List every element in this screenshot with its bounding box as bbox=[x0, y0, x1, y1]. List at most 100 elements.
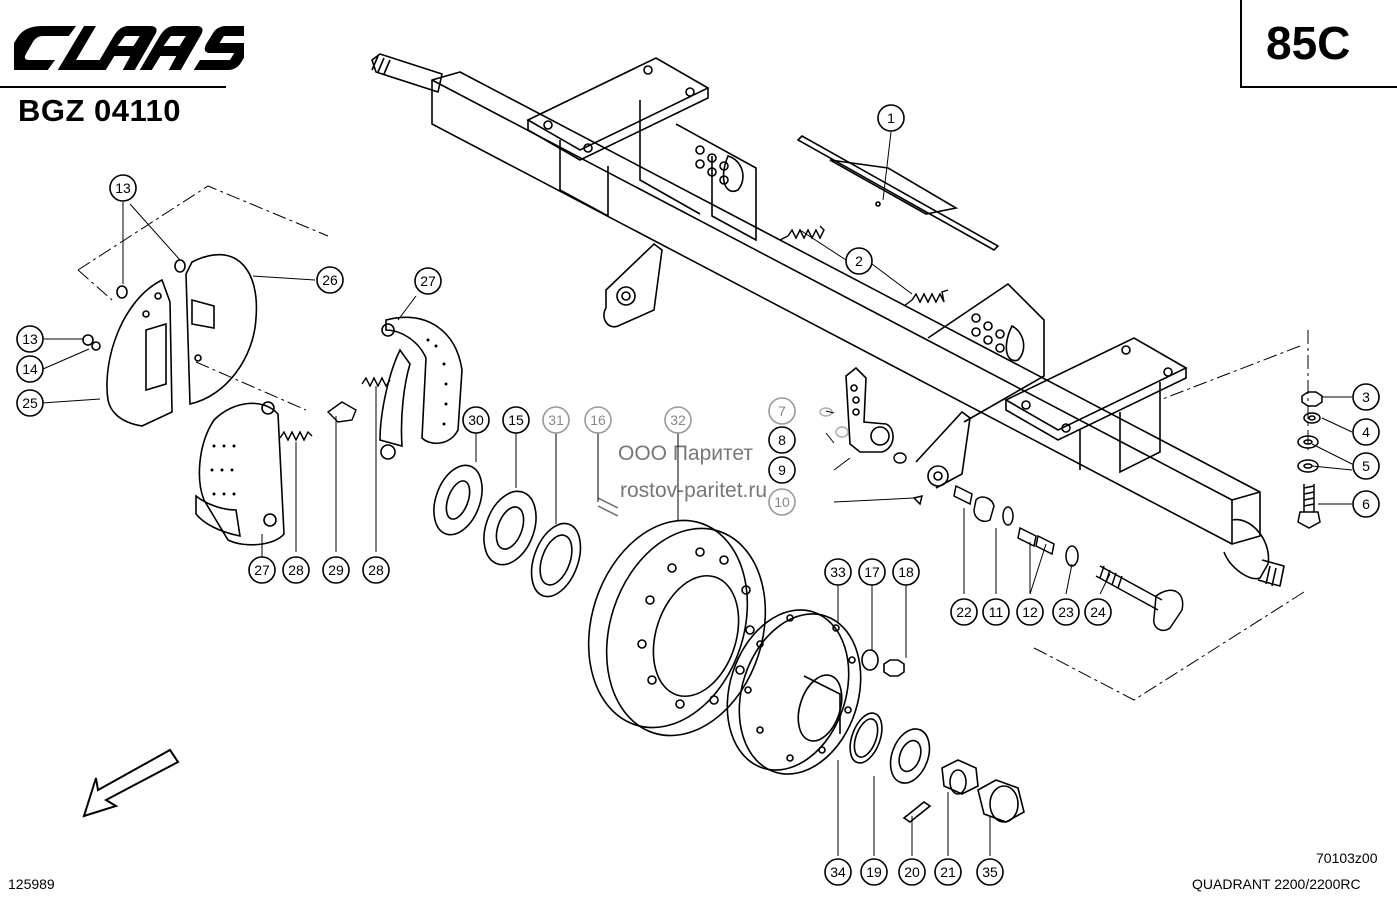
callout-number: 34 bbox=[830, 864, 846, 880]
callout-circle bbox=[1352, 383, 1380, 411]
callout-circle bbox=[824, 858, 852, 886]
callout-number: 24 bbox=[1090, 604, 1106, 620]
direction-arrow-icon bbox=[82, 748, 180, 818]
axle-beam bbox=[371, 53, 1285, 587]
callout-number: 18 bbox=[898, 564, 914, 580]
callout-circle bbox=[898, 858, 926, 886]
callout-number: 4 bbox=[1362, 424, 1370, 440]
callout-circle bbox=[860, 858, 888, 886]
callout-33: 33 bbox=[824, 558, 852, 586]
hub-small-parts bbox=[849, 649, 1025, 823]
callout-12: 12 bbox=[1016, 598, 1044, 626]
callout-circle bbox=[768, 397, 796, 425]
callout-circle bbox=[584, 406, 612, 434]
callout-number: 15 bbox=[508, 412, 524, 428]
callout-number: 5 bbox=[1362, 458, 1370, 474]
callout-number: 1 bbox=[887, 110, 895, 126]
callout-number: 33 bbox=[830, 564, 846, 580]
callout-number: 3 bbox=[1362, 389, 1370, 405]
callout-circle bbox=[362, 556, 390, 584]
callout-circle bbox=[1084, 598, 1112, 626]
callout-circle bbox=[858, 558, 886, 586]
drawing-code: 70103z00 bbox=[1316, 850, 1378, 866]
footer-left-number: 125989 bbox=[8, 876, 55, 892]
callout-circle bbox=[316, 266, 344, 294]
page-number: 85C bbox=[1266, 17, 1351, 69]
callout-32: 32 bbox=[664, 406, 692, 434]
brake-backing-plate bbox=[82, 253, 258, 427]
bolt-hardware bbox=[1297, 391, 1323, 529]
callout-22: 22 bbox=[950, 598, 978, 626]
callout-circle bbox=[282, 556, 310, 584]
callout-circle bbox=[502, 406, 530, 434]
callout-number: 20 bbox=[904, 864, 920, 880]
callout-number: 27 bbox=[420, 273, 436, 289]
callout-number: 14 bbox=[22, 361, 38, 377]
mounting-plate-left bbox=[526, 57, 757, 242]
watermark-line-1: ООО Паритет bbox=[618, 442, 754, 465]
callout-circle bbox=[1352, 452, 1380, 480]
callout-11: 11 bbox=[982, 598, 1010, 626]
callout-27: 27 bbox=[414, 267, 442, 295]
header-divider-right bbox=[1240, 86, 1397, 88]
callout-6: 6 bbox=[1352, 490, 1380, 518]
callout-9: 9 bbox=[768, 456, 796, 484]
catalog-code: BGZ 04110 bbox=[18, 93, 182, 128]
callout-circle bbox=[877, 104, 905, 132]
callout-number: 7 bbox=[778, 403, 786, 419]
callout-30: 30 bbox=[462, 406, 490, 434]
callout-number: 26 bbox=[322, 272, 338, 288]
callout-number: 13 bbox=[22, 331, 38, 347]
callout-25: 25 bbox=[16, 389, 44, 417]
callout-10: 10 bbox=[768, 488, 796, 516]
callout-number: 32 bbox=[670, 412, 686, 428]
callout-number: 2 bbox=[855, 253, 863, 269]
callout-number: 11 bbox=[989, 604, 1004, 620]
callout-circle bbox=[950, 598, 978, 626]
callout-26: 26 bbox=[316, 266, 344, 294]
callout-number: 13 bbox=[115, 180, 131, 196]
callout-29: 29 bbox=[322, 556, 350, 584]
callout-circle bbox=[1352, 490, 1380, 518]
callout-23: 23 bbox=[1052, 598, 1080, 626]
callout-19: 19 bbox=[860, 858, 888, 886]
callout-number: 31 bbox=[548, 412, 564, 428]
callout-35: 35 bbox=[976, 858, 1004, 886]
springs-part-2 bbox=[779, 225, 949, 307]
callout-number: 22 bbox=[956, 604, 972, 620]
callout-number: 25 bbox=[22, 395, 38, 411]
callout-16: 16 bbox=[584, 406, 612, 434]
callout-number: 6 bbox=[1362, 496, 1370, 512]
callout-circle bbox=[768, 488, 796, 516]
model-label: QUADRANT 2200/2200RC bbox=[1192, 876, 1361, 892]
callout-circle bbox=[1016, 598, 1044, 626]
wheel-hub bbox=[726, 609, 862, 775]
callout-circle bbox=[462, 406, 490, 434]
callout-34: 34 bbox=[824, 858, 852, 886]
callout-28: 28 bbox=[282, 556, 310, 584]
callout-circle bbox=[845, 247, 873, 275]
callout-7: 7 bbox=[768, 397, 796, 425]
callout-circle bbox=[768, 456, 796, 484]
callout-number: 30 bbox=[468, 412, 484, 428]
callout-circle bbox=[542, 406, 570, 434]
callout-number: 16 bbox=[590, 412, 606, 428]
callout-8: 8 bbox=[768, 426, 796, 454]
callout-number: 29 bbox=[328, 562, 344, 578]
callout-4: 4 bbox=[1352, 418, 1380, 446]
callout-17: 17 bbox=[858, 558, 886, 586]
brake-bracket bbox=[603, 242, 971, 489]
callout-number: 10 bbox=[774, 494, 790, 510]
callout-number: 28 bbox=[368, 562, 384, 578]
callout-3: 3 bbox=[1352, 383, 1380, 411]
callout-28: 28 bbox=[362, 556, 390, 584]
callout-circle bbox=[892, 558, 920, 586]
callout-circle bbox=[16, 389, 44, 417]
callout-number: 12 bbox=[1022, 604, 1038, 620]
callout-1: 1 bbox=[877, 104, 905, 132]
header-divider-vertical bbox=[1240, 0, 1242, 86]
callout-18: 18 bbox=[892, 558, 920, 586]
callout-circle bbox=[664, 406, 692, 434]
